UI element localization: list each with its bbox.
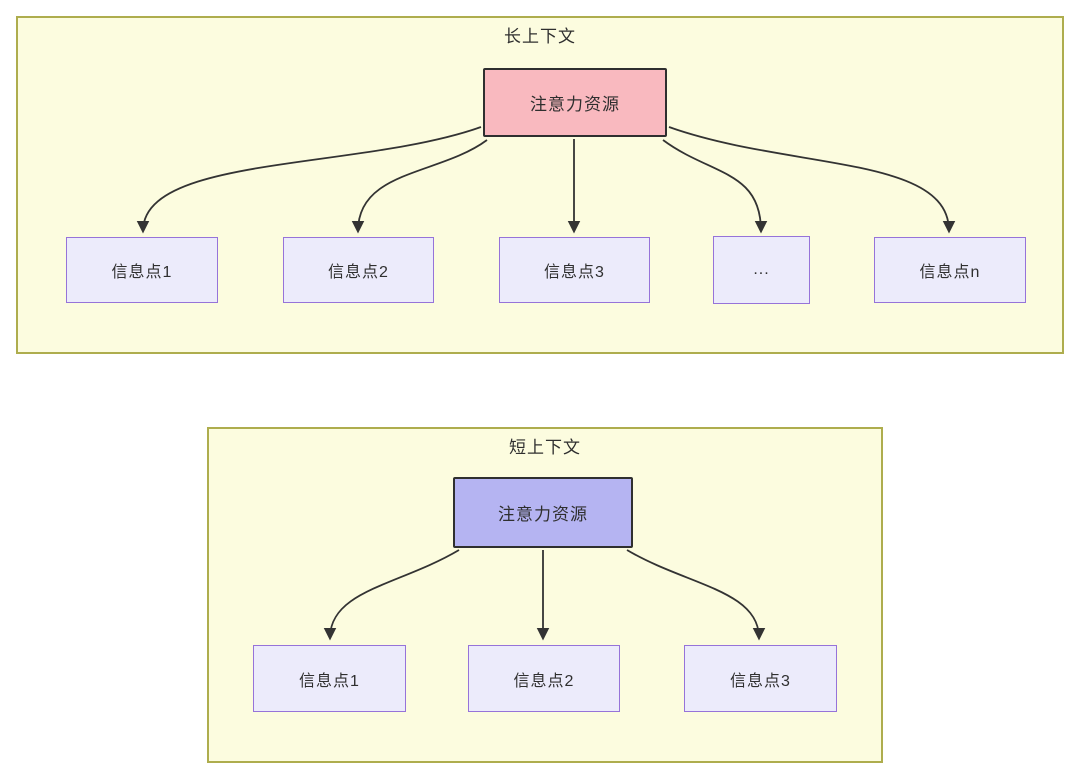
info-node-long-n: 信息点n bbox=[874, 237, 1026, 303]
info-node-long-3-label: 信息点3 bbox=[544, 264, 605, 281]
long-context-title: 长上下文 bbox=[504, 27, 576, 46]
info-node-long-2-label: 信息点2 bbox=[328, 264, 389, 281]
short-context-title: 短上下文 bbox=[509, 438, 581, 457]
info-node-long-3: 信息点3 bbox=[499, 237, 650, 303]
info-node-long-1-label: 信息点1 bbox=[111, 264, 173, 281]
attention-node-long: 注意力资源 bbox=[483, 68, 667, 137]
attention-node-long-label: 注意力资源 bbox=[530, 95, 620, 114]
info-node-short-1: 信息点1 bbox=[253, 645, 406, 712]
long-context-panel bbox=[16, 16, 1064, 354]
info-node-short-1-label: 信息点1 bbox=[299, 672, 360, 690]
info-node-short-2-label: 信息点2 bbox=[513, 672, 575, 690]
info-node-long-ellipsis: ... bbox=[713, 236, 810, 304]
info-node-short-3-label: 信息点3 bbox=[730, 672, 791, 690]
info-node-long-1: 信息点1 bbox=[66, 237, 218, 303]
info-node-long-n-label: 信息点n bbox=[919, 264, 981, 281]
info-node-long-ellipsis-label: ... bbox=[753, 261, 770, 278]
info-node-short-2: 信息点2 bbox=[468, 645, 620, 712]
attention-node-short: 注意力资源 bbox=[453, 477, 633, 548]
info-node-short-3: 信息点3 bbox=[684, 645, 837, 712]
attention-node-short-label: 注意力资源 bbox=[498, 505, 588, 524]
info-node-long-2: 信息点2 bbox=[283, 237, 434, 303]
